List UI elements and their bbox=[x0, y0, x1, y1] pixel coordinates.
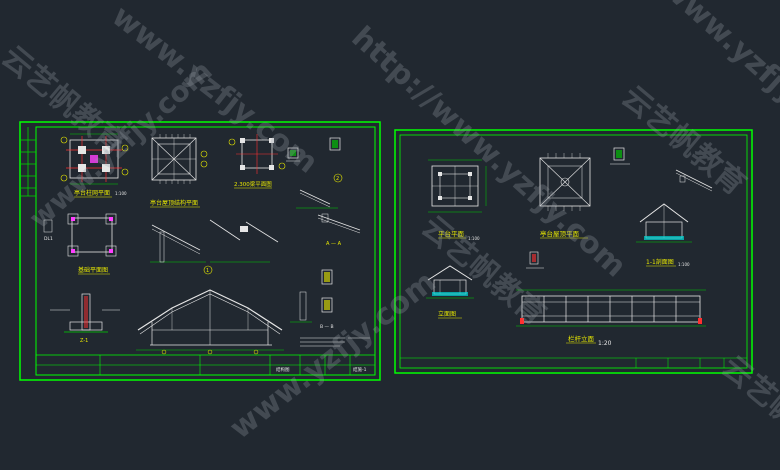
watermark-brand-3: 云艺帆教育 bbox=[415, 209, 552, 332]
node-1-label: 1 bbox=[206, 268, 209, 274]
roof-truss-section bbox=[136, 289, 284, 355]
platform-plan-scale: 1:100 bbox=[468, 236, 480, 241]
section-1-1 bbox=[636, 203, 692, 243]
roof-plan-title: 亭台屋顶平面 bbox=[540, 229, 580, 238]
right-sheet-outer-border bbox=[394, 129, 753, 374]
column-detail bbox=[50, 293, 120, 333]
title-block bbox=[36, 354, 375, 375]
watermark-url-1: http://www.yzfjy.com bbox=[345, 20, 633, 284]
watermark-url-2: www.yzfjy.com bbox=[105, 0, 324, 181]
detail-sections-top: 2 bbox=[286, 137, 343, 183]
detail-label: DL1 bbox=[44, 236, 53, 242]
detail-sections-mid bbox=[526, 251, 544, 269]
right-sheet: 平台平面 1:100 亭台屋顶平面 bbox=[394, 129, 753, 374]
roof-slope-detail bbox=[296, 189, 361, 234]
column-sections-right bbox=[290, 269, 333, 323]
column-grid-plan bbox=[60, 133, 129, 185]
railing-scale: 1:20 bbox=[598, 340, 612, 347]
left-sheet-outer-border bbox=[19, 121, 381, 381]
section-1-1-scale: 1:100 bbox=[678, 262, 690, 267]
platform-plan-title: 平台平面 bbox=[438, 229, 465, 238]
railing-title: 栏杆立面 bbox=[568, 334, 595, 343]
watermark-brand-2: 云艺帆教育 bbox=[615, 79, 752, 202]
left-sheet: 亭台柱网平面 1:100 亭台屋顶结构平面 bbox=[19, 121, 381, 381]
foundation-title: 基础平面图 bbox=[78, 266, 108, 274]
section-aa-label: A — A bbox=[326, 241, 342, 247]
sheet-number: 结施-1 bbox=[353, 366, 367, 373]
elevation-title: 立面图 bbox=[438, 310, 456, 318]
roof-section-middle: 1 bbox=[150, 219, 279, 275]
roof-structure-plan bbox=[151, 134, 208, 184]
plan-a-title: 亭台柱网平面 bbox=[74, 189, 110, 197]
detail-sections-right bbox=[610, 147, 713, 192]
left-sheet-inner-border bbox=[35, 126, 376, 376]
section-1-1-title: 1-1剖面图 bbox=[646, 258, 674, 266]
drawing-title: 结构图 bbox=[276, 366, 290, 373]
column-label: Z-1 bbox=[80, 338, 88, 344]
watermark-brand-4: 云艺帆教育 bbox=[715, 349, 780, 470]
section-bb-label: B — B bbox=[320, 324, 334, 330]
pavilion-roof-plan bbox=[539, 153, 591, 211]
plan-a-scale: 1:100 bbox=[115, 191, 127, 196]
right-title-block bbox=[400, 357, 747, 368]
right-sheet-inner-border bbox=[399, 134, 748, 369]
node-2-label: 2 bbox=[336, 176, 339, 182]
railing-elevation bbox=[516, 289, 706, 327]
platform-plan bbox=[428, 159, 487, 213]
plan-b-title: 亭台屋顶结构平面 bbox=[150, 199, 198, 207]
plan-c-title: 2.300梁平面图 bbox=[234, 180, 272, 188]
pavilion-elevation bbox=[426, 265, 474, 299]
binding-strip bbox=[20, 127, 36, 197]
foundation-plan: DL1 bbox=[43, 213, 117, 257]
beam-plan bbox=[228, 134, 286, 174]
notes-block bbox=[300, 337, 370, 347]
